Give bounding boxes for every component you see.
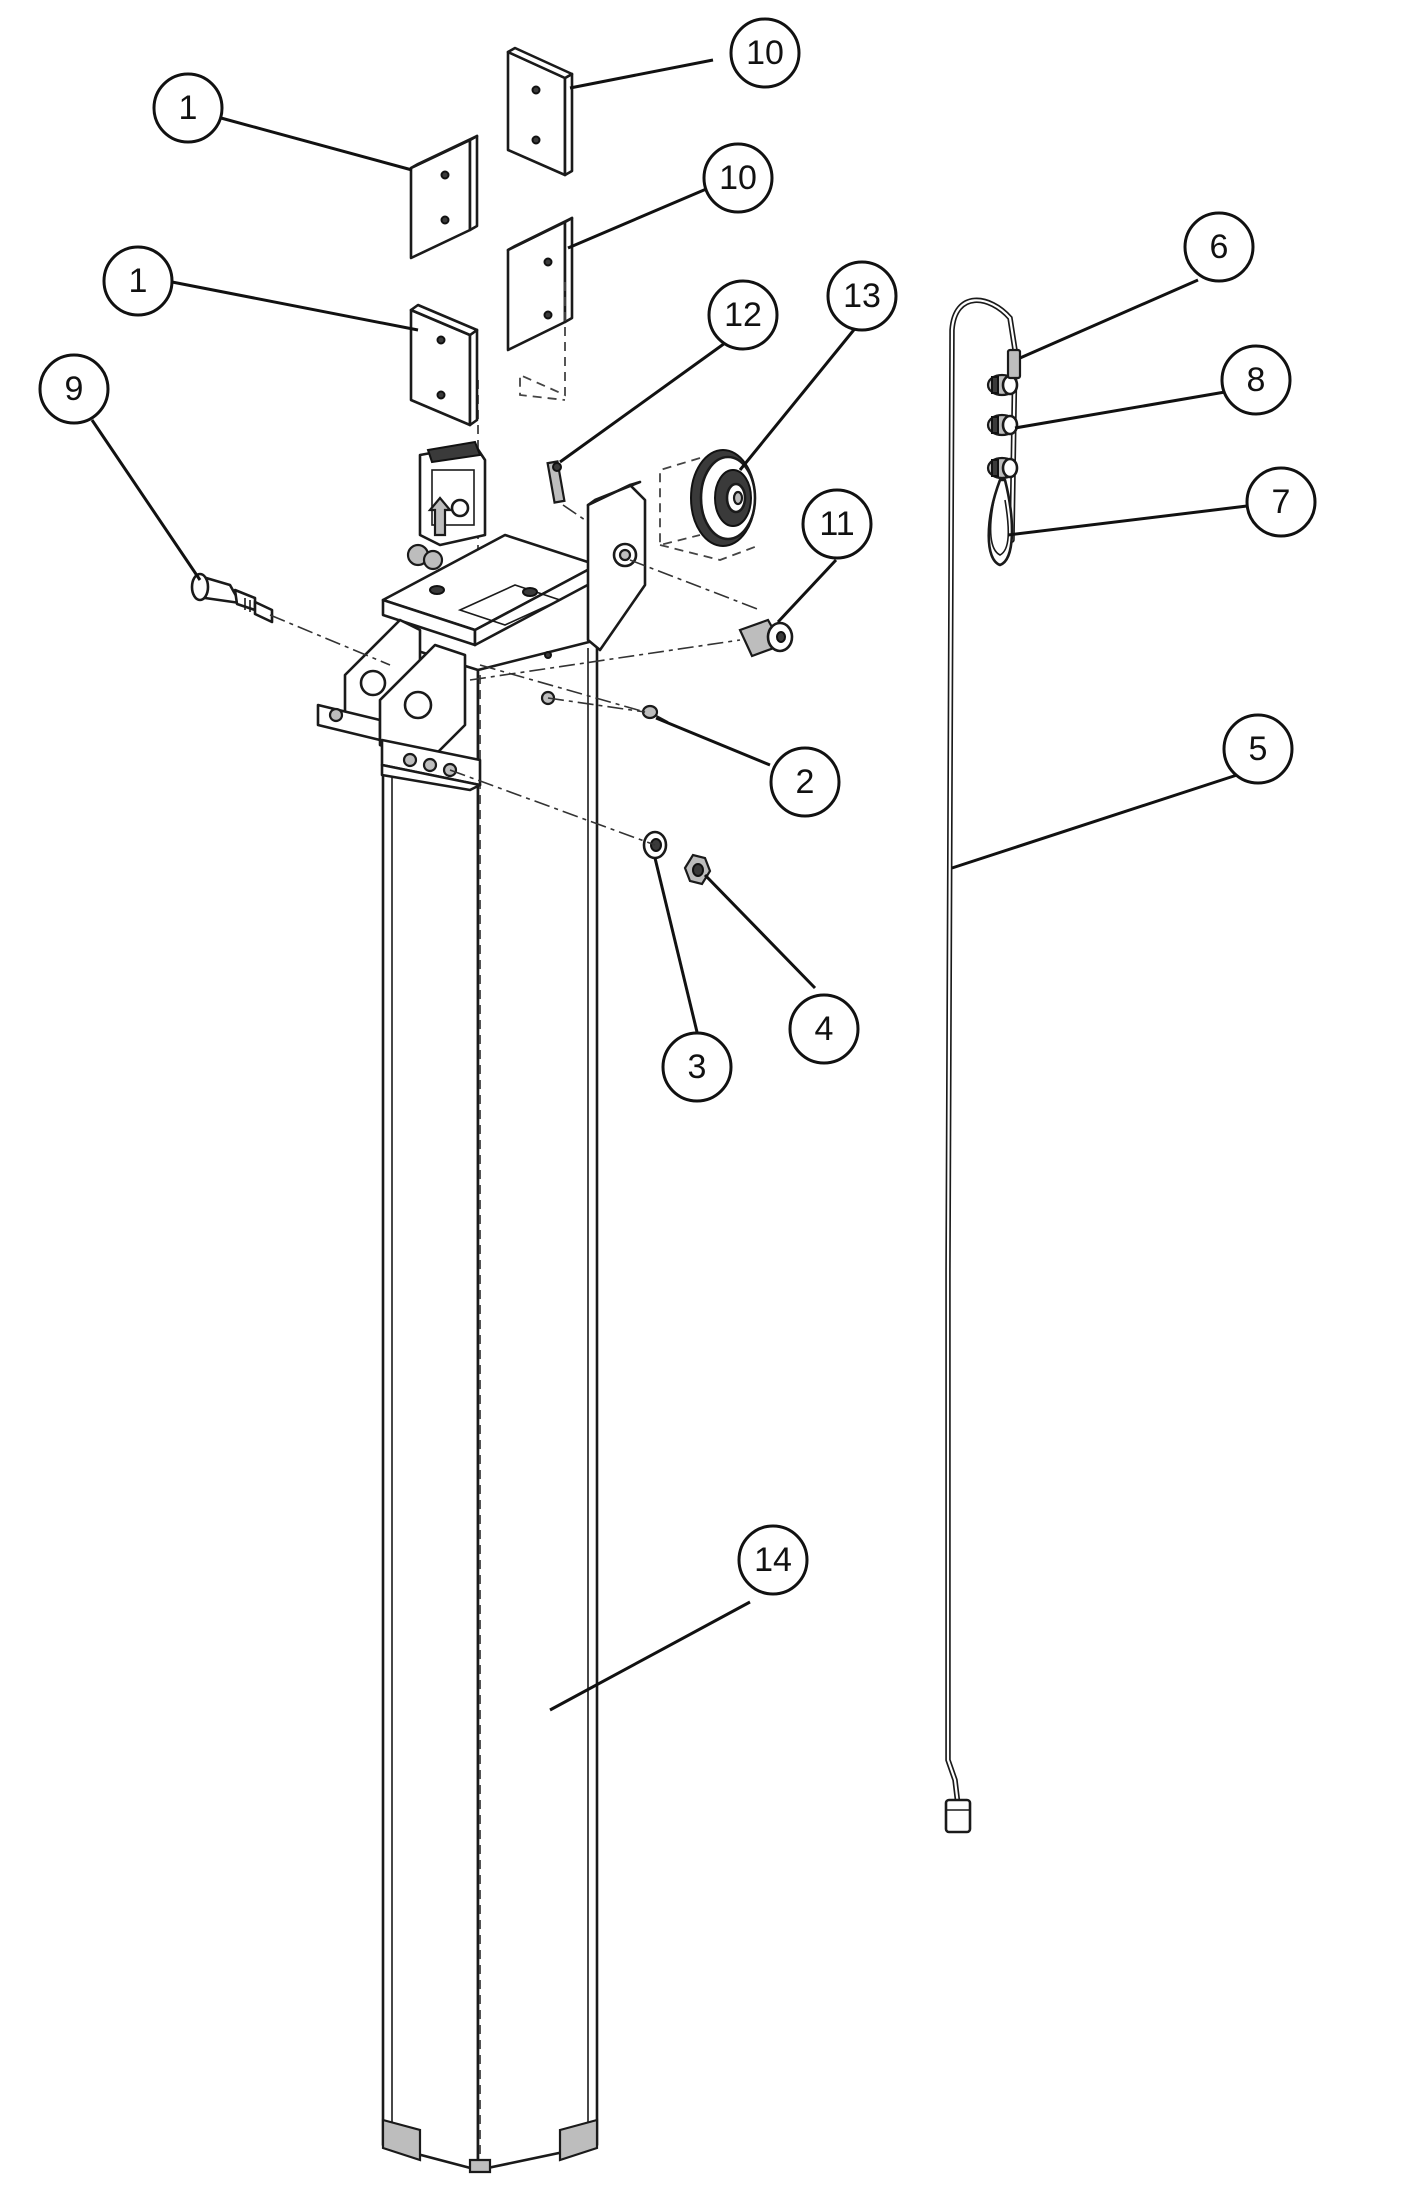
cable-clamp-lower: [986, 456, 1019, 480]
balloon-label: 10: [719, 159, 757, 197]
post-tube: [381, 380, 599, 2174]
balloon-10-upper: 10: [729, 17, 801, 89]
balloon-13: 13: [826, 260, 898, 332]
cable-end-fitting-top: [1006, 348, 1022, 380]
hinge-pin-bolt: [190, 572, 274, 624]
leader-lines: [90, 58, 1248, 1712]
balloon-1-upper: 1: [152, 72, 224, 144]
wear-pad-1-lower: [409, 303, 479, 427]
balloon-label: 3: [688, 1048, 707, 1086]
cable-assembly: [945, 297, 1018, 1808]
balloon-label: 10: [746, 34, 784, 72]
balloon-label: 2: [796, 763, 815, 801]
balloon-label: 13: [843, 277, 881, 315]
wear-pad-10-upper: [506, 46, 574, 177]
pad-alignment-lines: [519, 282, 566, 401]
balloon-12: 12: [707, 279, 779, 351]
balloon-label: 1: [179, 89, 198, 127]
wear-pad-10-lower: [506, 216, 574, 352]
balloon-label: 8: [1247, 361, 1266, 399]
balloon-label: 5: [1249, 730, 1268, 768]
balloon-label: 7: [1272, 483, 1291, 521]
explode-axis-lines: [269, 614, 741, 846]
balloon-5: 5: [1222, 713, 1294, 785]
cable-clamp-upper: [986, 373, 1019, 397]
balloon-9: 9: [38, 353, 110, 425]
balloon-4: 4: [788, 993, 860, 1065]
balloon-14: 14: [737, 1524, 809, 1596]
balloon-8: 8: [1220, 344, 1292, 416]
axle-pin: [738, 618, 794, 658]
balloon-label: 9: [65, 370, 84, 408]
balloon-1-lower: 1: [102, 245, 174, 317]
balloon-label: 6: [1210, 228, 1229, 266]
hinge-bracket-front: [378, 643, 482, 792]
rear-pulley-housing: [406, 440, 487, 571]
balloon-6: 6: [1183, 211, 1255, 283]
balloon-label: 14: [754, 1541, 792, 1579]
pulley-side-plate: [586, 480, 647, 652]
pulley-sheave: [690, 449, 757, 547]
hex-nut: [683, 853, 712, 886]
cable-end-stop: [944, 1798, 972, 1834]
balloon-7: 7: [1245, 466, 1317, 538]
balloon-label: 1: [129, 262, 148, 300]
small-screw: [641, 704, 669, 723]
balloon-label: 4: [815, 1010, 834, 1048]
wear-pad-1-upper: [409, 134, 479, 260]
balloon-11: 11: [801, 488, 873, 560]
balloon-2: 2: [769, 746, 841, 818]
balloon-10-lower: 10: [702, 142, 774, 214]
pulley-axis-lines: [629, 457, 761, 611]
balloon-label: 11: [819, 505, 854, 543]
top-bracket-plate: [381, 533, 599, 647]
set-screw: [546, 460, 566, 504]
balloon-label: 12: [724, 296, 762, 334]
balloon-3: 3: [661, 1031, 733, 1103]
cable-clamp-middle: [986, 413, 1019, 437]
